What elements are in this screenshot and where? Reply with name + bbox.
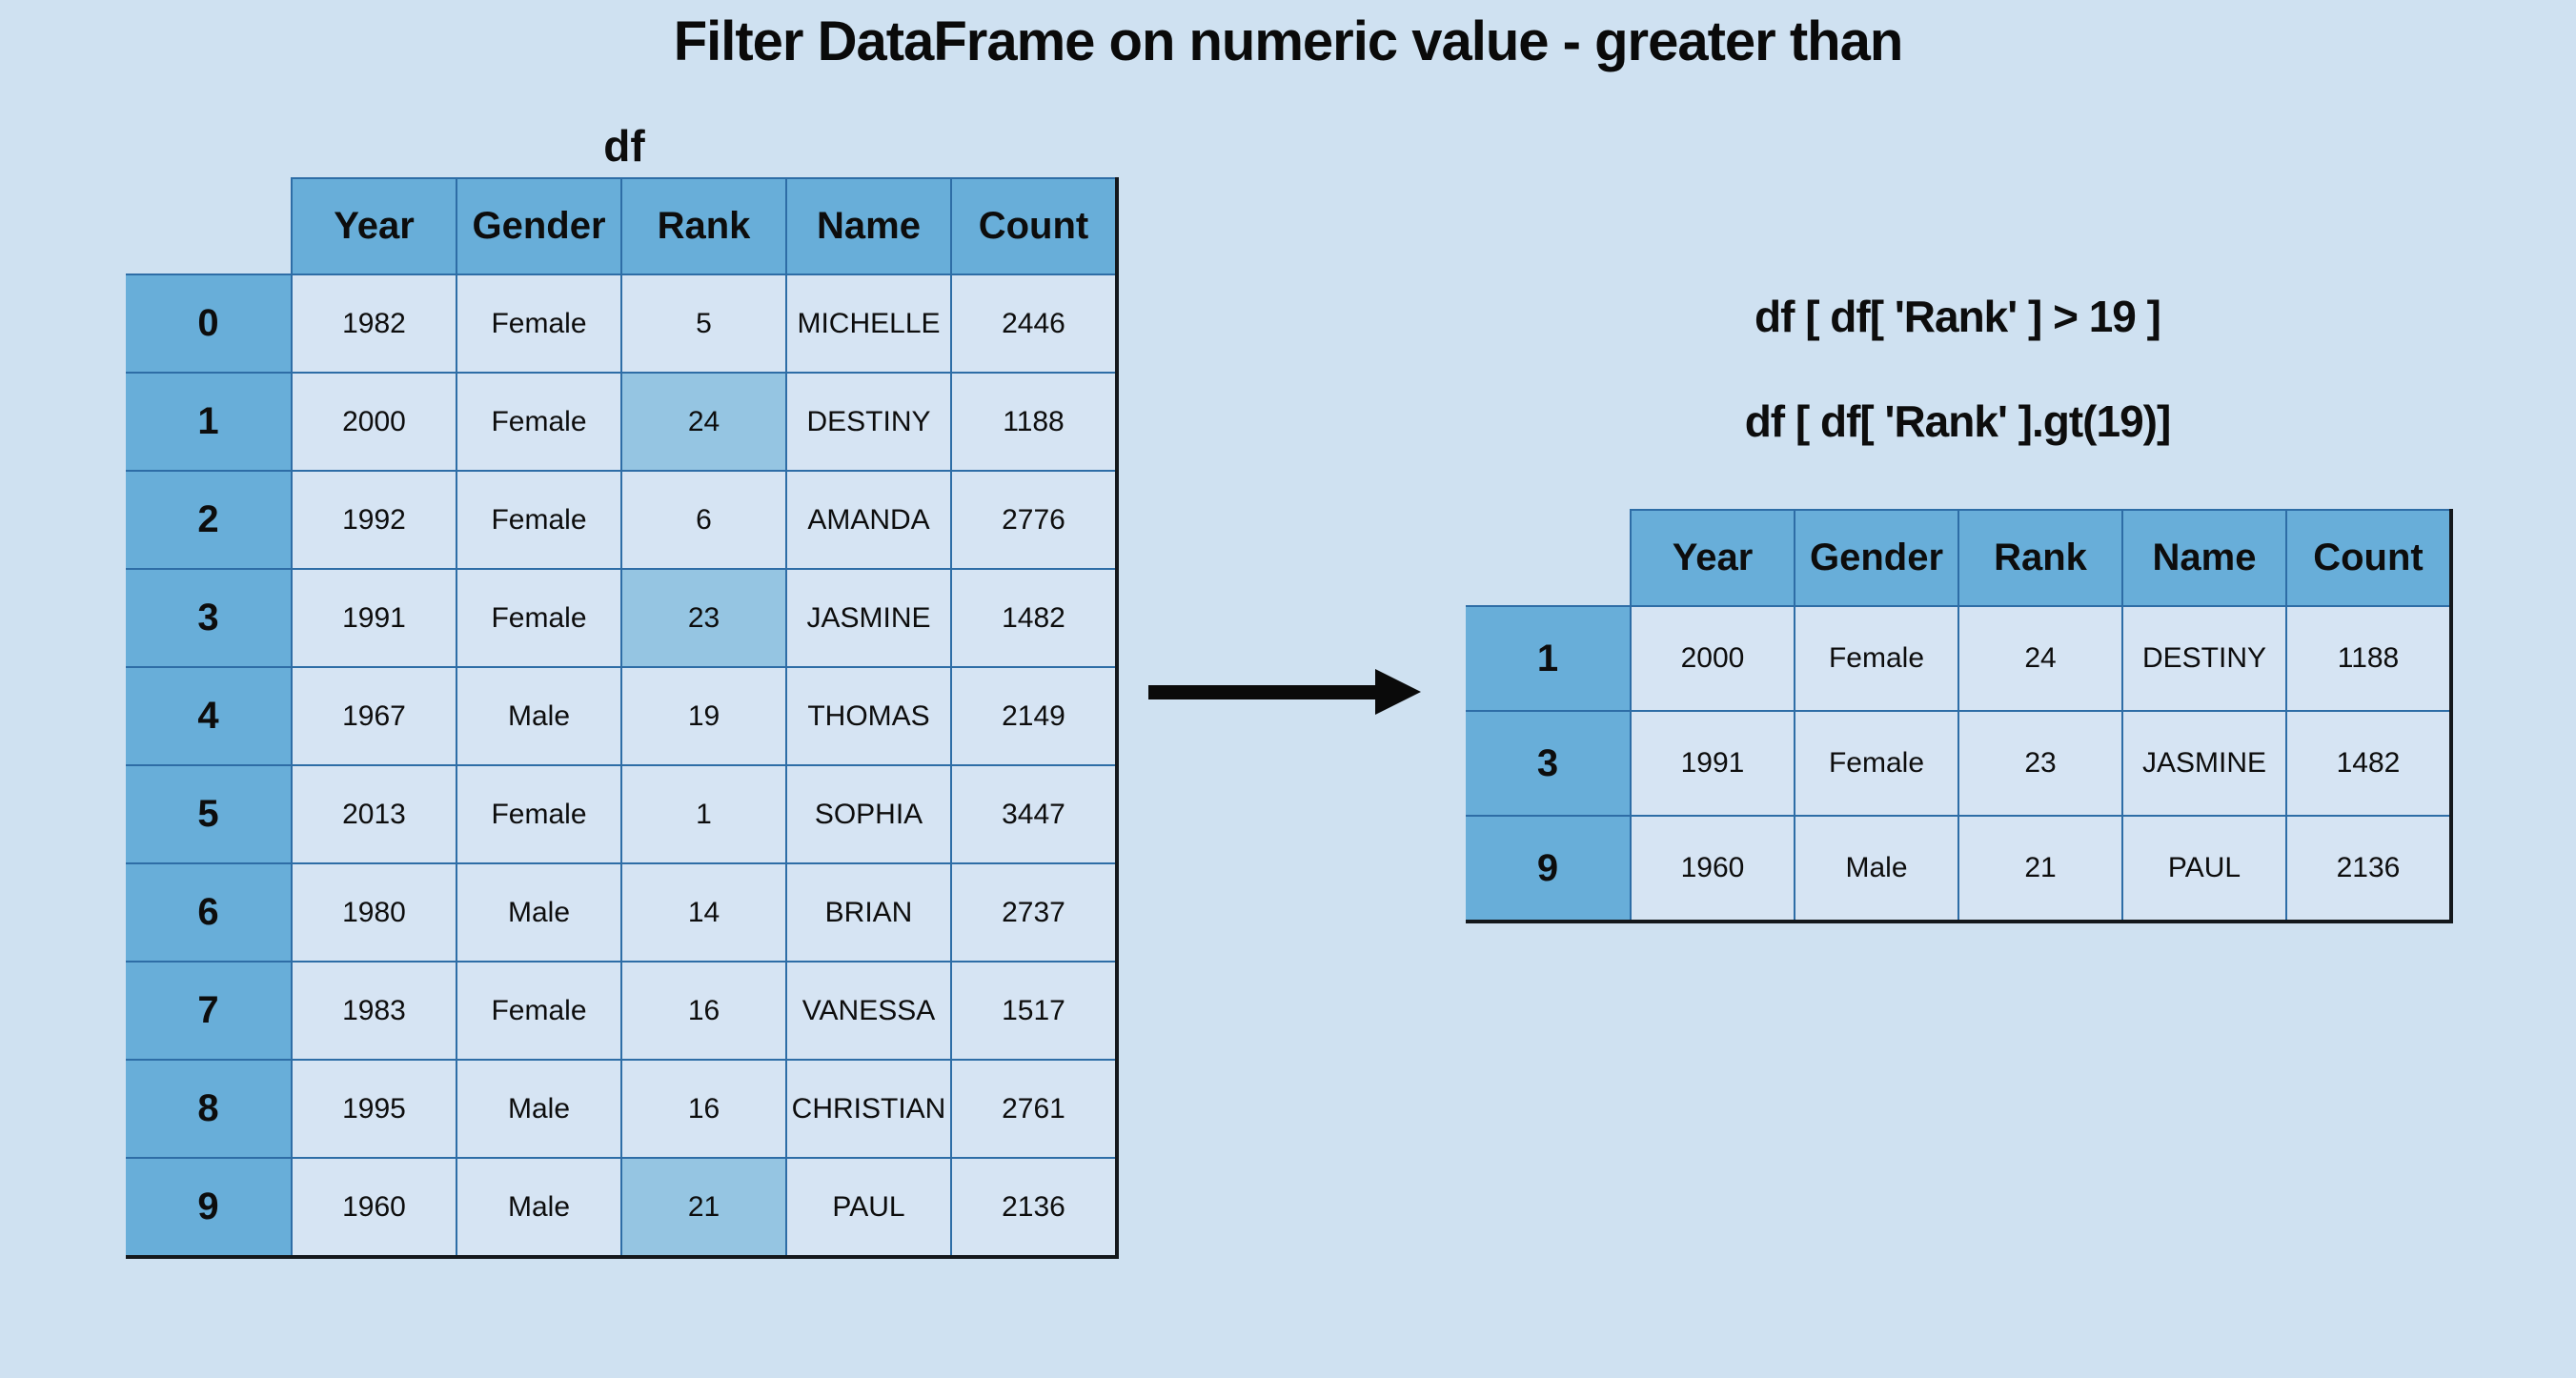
row-index: 2	[126, 472, 291, 568]
cell-rank: 6	[622, 472, 785, 568]
cell-year: 1982	[293, 275, 456, 372]
page-title: Filter DataFrame on numeric value - grea…	[673, 10, 1904, 72]
cell-rank: 21	[1959, 817, 2121, 920]
cell-gender: Male	[457, 1061, 620, 1157]
cell-rank-highlighted: 23	[622, 570, 785, 666]
cell-gender: Female	[457, 374, 620, 470]
row-index: 1	[1466, 607, 1630, 710]
column-header-rank: Rank	[1959, 509, 2121, 605]
row-index: 4	[126, 668, 291, 764]
cell-count: 1482	[2287, 712, 2449, 815]
cell-count: 2136	[952, 1159, 1115, 1255]
row-index: 1	[126, 374, 291, 470]
row-index: 3	[126, 570, 291, 666]
column-header-name: Name	[787, 177, 950, 274]
cell-name: DESTINY	[2123, 607, 2285, 710]
cell-name: PAUL	[787, 1159, 950, 1255]
cell-year: 1983	[293, 963, 456, 1059]
cell-count: 1188	[2287, 607, 2449, 710]
cell-rank: 1	[622, 766, 785, 862]
filtered-dataframe-table: Year Gender Rank Name Count 1 2000 Femal…	[1466, 509, 2453, 923]
cell-year: 1980	[293, 864, 456, 961]
cell-name: SOPHIA	[787, 766, 950, 862]
row-index: 9	[1466, 817, 1630, 920]
cell-count: 1482	[952, 570, 1115, 666]
table-corner-cell	[126, 177, 291, 274]
column-header-count: Count	[952, 177, 1115, 274]
row-index: 9	[126, 1159, 291, 1255]
cell-name: JASMINE	[787, 570, 950, 666]
row-index: 3	[1466, 712, 1630, 815]
cell-name: CHRISTIAN	[787, 1061, 950, 1157]
cell-count: 2761	[952, 1061, 1115, 1157]
cell-year: 2013	[293, 766, 456, 862]
cell-year: 1991	[1632, 712, 1794, 815]
cell-rank: 19	[622, 668, 785, 764]
cell-name: AMANDA	[787, 472, 950, 568]
code-line-bracket-syntax: df [ df[ 'Rank' ] > 19 ]	[1755, 292, 2161, 341]
cell-gender: Male	[1795, 817, 1957, 920]
cell-gender: Female	[457, 570, 620, 666]
cell-year: 1992	[293, 472, 456, 568]
cell-count: 3447	[952, 766, 1115, 862]
row-index: 8	[126, 1061, 291, 1157]
cell-name: DESTINY	[787, 374, 950, 470]
cell-rank: 24	[1959, 607, 2121, 710]
column-header-gender: Gender	[1795, 509, 1957, 605]
cell-count: 1188	[952, 374, 1115, 470]
cell-gender: Male	[457, 1159, 620, 1255]
column-header-count: Count	[2287, 509, 2449, 605]
cell-gender: Female	[457, 472, 620, 568]
cell-gender: Female	[457, 963, 620, 1059]
row-index: 0	[126, 275, 291, 372]
cell-rank: 5	[622, 275, 785, 372]
cell-gender: Male	[457, 864, 620, 961]
arrow-head	[1375, 669, 1421, 715]
cell-year: 1991	[293, 570, 456, 666]
cell-gender: Female	[1795, 712, 1957, 815]
cell-gender: Male	[457, 668, 620, 764]
arrow-shaft	[1148, 685, 1379, 699]
column-header-gender: Gender	[457, 177, 620, 274]
cell-rank-highlighted: 24	[622, 374, 785, 470]
cell-name: JASMINE	[2123, 712, 2285, 815]
column-header-rank: Rank	[622, 177, 785, 274]
cell-name: PAUL	[2123, 817, 2285, 920]
cell-count: 2776	[952, 472, 1115, 568]
cell-gender: Female	[457, 275, 620, 372]
row-index: 7	[126, 963, 291, 1059]
cell-name: THOMAS	[787, 668, 950, 764]
cell-year: 1967	[293, 668, 456, 764]
cell-count: 1517	[952, 963, 1115, 1059]
row-index: 6	[126, 864, 291, 961]
row-index: 5	[126, 766, 291, 862]
source-dataframe-table: Year Gender Rank Name Count 0 1982 Femal…	[126, 177, 1119, 1259]
cell-year: 1960	[1632, 817, 1794, 920]
right-arrow-icon	[1148, 669, 1421, 715]
cell-count: 2149	[952, 668, 1115, 764]
cell-year: 2000	[1632, 607, 1794, 710]
left-table-label: df	[603, 121, 645, 171]
table-corner-cell	[1466, 509, 1630, 605]
cell-year: 1960	[293, 1159, 456, 1255]
cell-year: 2000	[293, 374, 456, 470]
cell-year: 1995	[293, 1061, 456, 1157]
column-header-year: Year	[1632, 509, 1794, 605]
cell-count: 2446	[952, 275, 1115, 372]
cell-count: 2737	[952, 864, 1115, 961]
cell-count: 2136	[2287, 817, 2449, 920]
cell-rank: 14	[622, 864, 785, 961]
column-header-year: Year	[293, 177, 456, 274]
cell-name: MICHELLE	[787, 275, 950, 372]
cell-rank-highlighted: 21	[622, 1159, 785, 1255]
cell-rank: 16	[622, 963, 785, 1059]
cell-name: VANESSA	[787, 963, 950, 1059]
column-header-name: Name	[2123, 509, 2285, 605]
cell-rank: 16	[622, 1061, 785, 1157]
cell-rank: 23	[1959, 712, 2121, 815]
cell-gender: Female	[1795, 607, 1957, 710]
cell-name: BRIAN	[787, 864, 950, 961]
code-line-gt-method-syntax: df [ df[ 'Rank' ].gt(19)]	[1744, 396, 2172, 446]
cell-gender: Female	[457, 766, 620, 862]
